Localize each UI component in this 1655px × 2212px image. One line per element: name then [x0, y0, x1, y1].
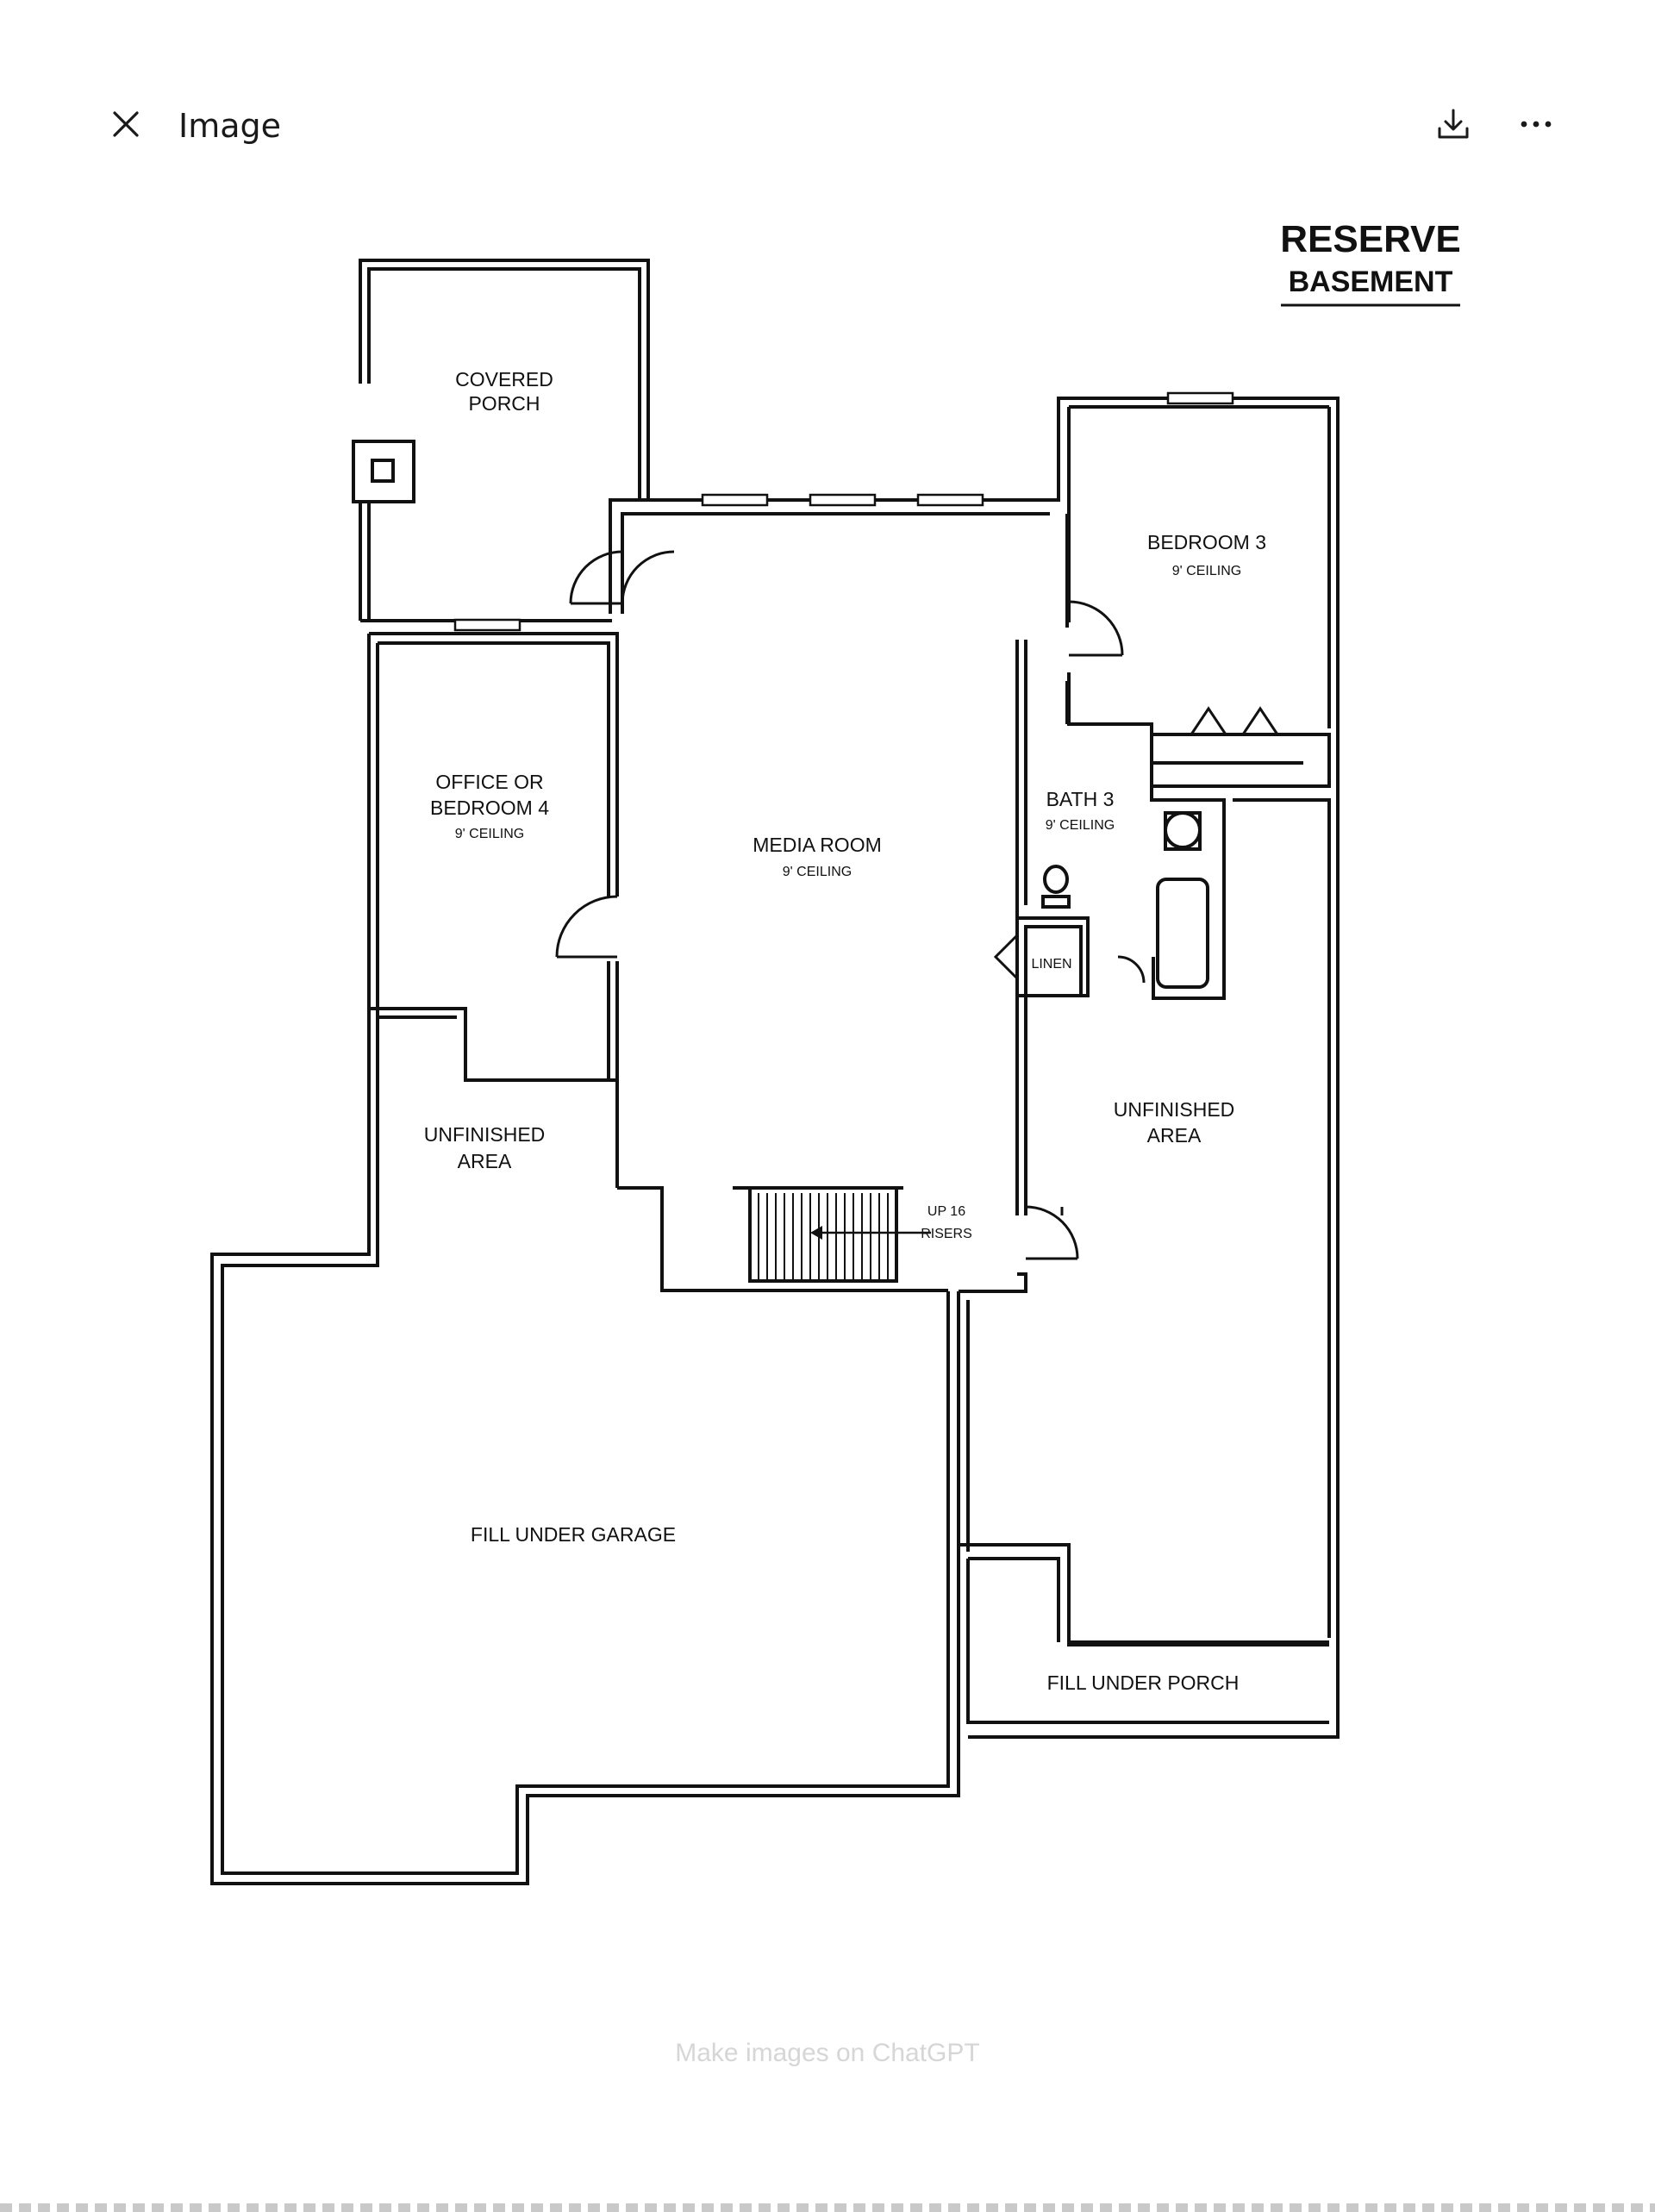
bedroom3-ceiling: 9' CEILING	[1172, 564, 1241, 578]
linen-label: LINEN	[1031, 957, 1071, 972]
door-swing	[569, 550, 623, 604]
brand-title: RESERVE	[1280, 218, 1461, 260]
closet	[1150, 733, 1331, 788]
porch-column	[352, 440, 415, 503]
sink	[1164, 811, 1202, 849]
office-label: BEDROOM 4	[430, 797, 549, 819]
window	[1166, 391, 1234, 405]
fill-porch-label: FILL UNDER PORCH	[1047, 1671, 1240, 1694]
door-swing	[1117, 955, 1146, 984]
stairs-label: UP 16	[927, 1204, 965, 1219]
window	[453, 618, 521, 632]
bottom-edge	[0, 2203, 1655, 2212]
close-icon	[113, 111, 139, 137]
unfinished-left-label: AREA	[458, 1150, 512, 1172]
bathtub	[1156, 878, 1209, 989]
top-bar: Image	[0, 0, 1655, 259]
window	[916, 493, 984, 507]
stairs-label: RISERS	[921, 1227, 972, 1241]
office-wall	[369, 632, 619, 897]
unfinished-left-label: UNFINISHED	[424, 1123, 546, 1146]
porch-column-inner	[371, 459, 395, 483]
page-title: Image	[178, 107, 282, 145]
porch-inner-wall	[367, 267, 641, 500]
door-swing	[555, 895, 618, 958]
bath3-label: BATH 3	[1046, 788, 1115, 810]
bedroom3-label: BEDROOM 3	[1147, 531, 1266, 553]
door-swing	[993, 934, 1019, 980]
window	[701, 493, 769, 507]
media-room-label: MEDIA ROOM	[753, 834, 882, 856]
media-room-top-wall	[609, 397, 1340, 1739]
covered-porch-label: COVERED	[455, 368, 553, 391]
fill-garage-label: FILL UNDER GARAGE	[471, 1523, 676, 1546]
download-button[interactable]	[1429, 100, 1477, 148]
stairs	[748, 1186, 898, 1283]
door-swing	[1025, 1205, 1079, 1259]
more-options-icon	[1521, 121, 1552, 128]
unfinished-right-label: UNFINISHED	[1114, 1098, 1235, 1121]
office-ceiling: 9' CEILING	[455, 827, 524, 841]
office-label: OFFICE OR	[435, 771, 543, 793]
stair-arrow-head	[810, 1226, 822, 1240]
brand-subtitle: BASEMENT	[1289, 266, 1453, 298]
right-unfinished-wall	[957, 1291, 1329, 1647]
unfinished-right-label: AREA	[1147, 1124, 1202, 1147]
media-room-ceiling: 9' CEILING	[783, 865, 852, 879]
left-unfinished-wall	[210, 1009, 960, 1885]
more-options-button[interactable]	[1510, 100, 1562, 148]
watermark: Make images on ChatGPT	[675, 2039, 980, 2067]
bath3-ceiling: 9' CEILING	[1046, 818, 1115, 833]
door-swing	[1068, 600, 1124, 656]
porch-outer-wall	[359, 259, 650, 500]
download-icon	[1438, 109, 1469, 139]
close-button[interactable]	[103, 102, 148, 147]
toilet	[1043, 865, 1069, 894]
covered-porch-label: PORCH	[468, 392, 540, 415]
window	[809, 493, 877, 507]
